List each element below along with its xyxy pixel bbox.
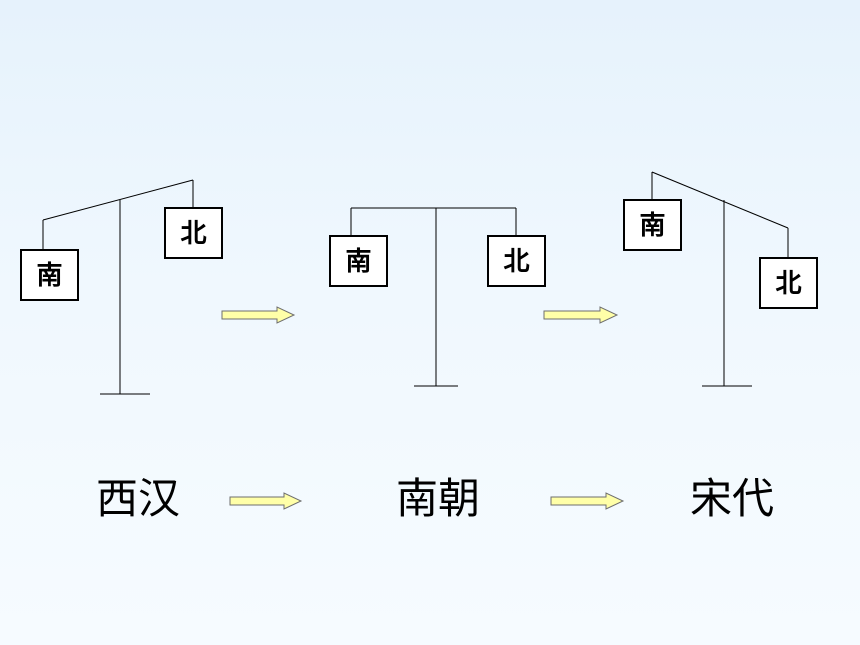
arrow-right-icon [221, 306, 296, 324]
arrow-right-icon [543, 306, 619, 324]
north-label: 北 [180, 219, 206, 249]
balance-scale-2: 南 北 [329, 207, 546, 387]
balance-scale-1: 南 北 [20, 179, 223, 395]
north-label: 北 [775, 269, 801, 299]
north-label: 北 [503, 247, 529, 277]
south-label: 南 [36, 261, 62, 291]
period-label-western-han: 西汉 [96, 474, 181, 523]
south-box: 南 [623, 199, 682, 251]
south-box: 南 [20, 249, 79, 301]
south-box: 南 [329, 235, 388, 287]
north-box: 北 [487, 235, 546, 287]
period-label-southern-dynasties: 南朝 [396, 474, 481, 523]
period-label-song: 宋代 [690, 474, 775, 523]
scale-beam [42, 179, 194, 221]
north-box: 北 [164, 207, 223, 259]
scale-beam [651, 171, 789, 229]
balance-scale-3: 南 北 [623, 171, 818, 387]
north-box: 北 [759, 257, 818, 309]
south-label: 南 [639, 211, 665, 241]
arrow-right-icon [550, 492, 625, 510]
south-label: 南 [345, 247, 371, 277]
arrow-right-icon [229, 492, 303, 510]
